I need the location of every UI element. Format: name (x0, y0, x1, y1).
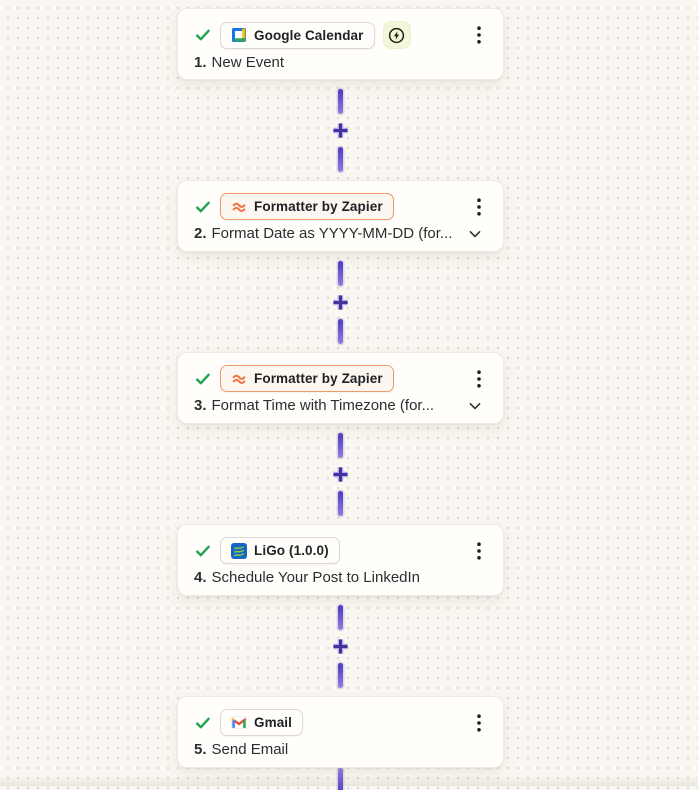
app-badge-label: Formatter by Zapier (254, 199, 383, 214)
kebab-menu-button[interactable] (473, 540, 485, 562)
step-connector (177, 80, 504, 180)
step-title-text: Format Time with Timezone (for... (211, 397, 435, 414)
kebab-menu-button[interactable] (473, 368, 485, 390)
step-card-4[interactable]: LiGo (1.0.0) 4.Schedule Your Post to Lin… (177, 524, 504, 596)
connector-dash (338, 662, 343, 688)
step-card-title-row: 1.New Event (194, 54, 485, 71)
step-title-text: Send Email (211, 741, 289, 758)
app-badge[interactable]: Formatter by Zapier (220, 193, 394, 220)
kebab-menu-button[interactable] (473, 712, 485, 734)
add-step-button[interactable] (331, 293, 350, 312)
step-card-1[interactable]: Google Calendar 1.New Event (177, 8, 504, 80)
step-card-title-row: 4.Schedule Your Post to LinkedIn (194, 569, 485, 586)
step-card-header: Gmail (194, 709, 485, 736)
step-title: 5.Send Email (194, 741, 288, 758)
chevron-down-icon[interactable] (467, 226, 485, 242)
gmail-icon (231, 716, 247, 729)
step-card-title-row: 5.Send Email (194, 741, 485, 758)
connector-dash (338, 318, 343, 344)
instant-trigger-icon (382, 21, 411, 49)
step-title: 3.Format Time with Timezone (for... (194, 397, 434, 414)
step-title-text: Schedule Your Post to LinkedIn (211, 569, 421, 586)
step-title: 1.New Event (194, 54, 284, 71)
step-number: 5. (194, 741, 207, 758)
chevron-down-icon[interactable] (467, 398, 485, 414)
connector-dash (338, 490, 343, 516)
connector-dash (338, 88, 343, 114)
check-icon (194, 26, 212, 44)
connector-dash (338, 432, 343, 458)
kebab-menu-icon (477, 197, 481, 216)
add-step-button[interactable] (331, 637, 350, 656)
plus-icon (333, 638, 348, 654)
app-badge-label: Gmail (254, 715, 293, 730)
app-badge[interactable]: Gmail (220, 709, 304, 736)
step-number: 3. (194, 397, 207, 414)
app-badge-label: Google Calendar (254, 27, 364, 43)
step-number: 2. (194, 225, 207, 242)
check-icon (194, 542, 212, 560)
step-number: 1. (194, 54, 207, 71)
plus-icon (333, 122, 348, 138)
connector-dash (338, 604, 343, 630)
kebab-menu-icon (477, 369, 481, 388)
google-calendar-icon (231, 27, 247, 43)
step-card-header: LiGo (1.0.0) (194, 537, 485, 564)
app-badge[interactable]: LiGo (1.0.0) (220, 537, 340, 564)
step-connector (177, 424, 504, 524)
connector-dash (338, 260, 343, 286)
step-card-3[interactable]: Formatter by Zapier 3.Format Time with T… (177, 352, 504, 424)
kebab-menu-button[interactable] (473, 196, 485, 218)
step-card-header: Formatter by Zapier (194, 193, 485, 220)
plus-icon (333, 294, 348, 310)
kebab-menu-icon (477, 713, 481, 732)
step-card-2[interactable]: Formatter by Zapier 2.Format Date as YYY… (177, 180, 504, 252)
step-card-header: Formatter by Zapier (194, 365, 485, 392)
step-connector (177, 252, 504, 352)
add-step-button[interactable] (331, 121, 350, 140)
plus-icon (333, 466, 348, 482)
step-connector-stub (177, 768, 504, 790)
step-title: 4.Schedule Your Post to LinkedIn (194, 569, 420, 586)
formatter-icon (231, 371, 247, 387)
step-card-title-row: 2.Format Date as YYYY-MM-DD (for... (194, 225, 485, 242)
check-icon (194, 714, 212, 732)
check-icon (194, 198, 212, 216)
formatter-icon (231, 199, 247, 215)
step-connector (177, 596, 504, 696)
app-badge-label: LiGo (1.0.0) (254, 543, 329, 558)
step-card-title-row: 3.Format Time with Timezone (for... (194, 397, 485, 414)
step-title-text: New Event (211, 54, 285, 71)
step-title-text: Format Date as YYYY-MM-DD (for... (211, 225, 453, 242)
app-badge[interactable]: Formatter by Zapier (220, 365, 394, 392)
workflow-canvas: Google Calendar 1.New Event (177, 8, 504, 790)
add-step-button[interactable] (331, 465, 350, 484)
app-badge[interactable]: Google Calendar (220, 21, 375, 49)
kebab-menu-icon (477, 541, 481, 560)
connector-dash (338, 768, 343, 790)
check-icon (194, 370, 212, 388)
connector-dash (338, 146, 343, 172)
step-card-header: Google Calendar (194, 21, 485, 49)
step-title: 2.Format Date as YYYY-MM-DD (for... (194, 225, 452, 242)
step-card-5[interactable]: Gmail 5.Send Email (177, 696, 504, 768)
kebab-menu-button[interactable] (473, 24, 485, 46)
kebab-menu-icon (477, 26, 481, 44)
step-number: 4. (194, 569, 207, 586)
ligo-icon (231, 542, 247, 559)
app-badge-label: Formatter by Zapier (254, 371, 383, 386)
